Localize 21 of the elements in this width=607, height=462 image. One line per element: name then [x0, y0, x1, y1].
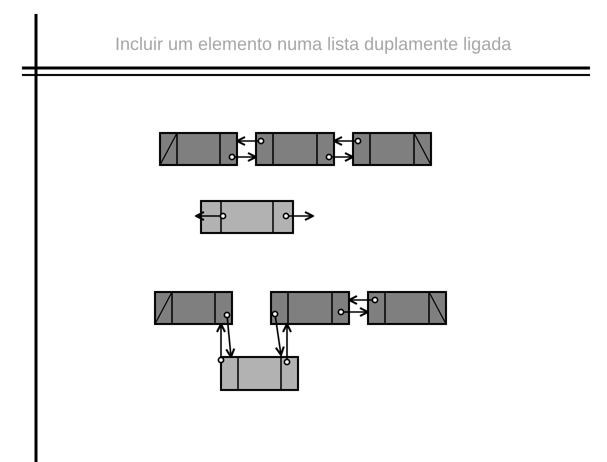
- list-node: [353, 133, 431, 165]
- pointer-arrow: [216, 323, 226, 364]
- list-node: [201, 201, 293, 233]
- list-node: [256, 133, 334, 165]
- pointer-arrow: [282, 211, 314, 221]
- list-node: [221, 357, 298, 390]
- pointer-arrow: [348, 295, 378, 305]
- list-node: [160, 133, 237, 165]
- pointer-arrow: [338, 307, 369, 317]
- slide-title: Incluir um elemento numa lista duplamente ligada: [115, 34, 512, 55]
- pointer-arrow: [228, 152, 257, 162]
- list-node: [368, 292, 446, 324]
- pointer-arrow: [236, 136, 264, 146]
- pointer-arrow: [195, 211, 226, 221]
- pointer-arrow: [224, 312, 236, 358]
- pointer-arrow: [282, 323, 292, 366]
- pointer-arrow: [326, 152, 354, 162]
- list-node: [155, 292, 232, 324]
- pointer-arrow: [333, 136, 362, 146]
- pointer-arrow: [272, 310, 285, 356]
- list-node: [271, 292, 349, 324]
